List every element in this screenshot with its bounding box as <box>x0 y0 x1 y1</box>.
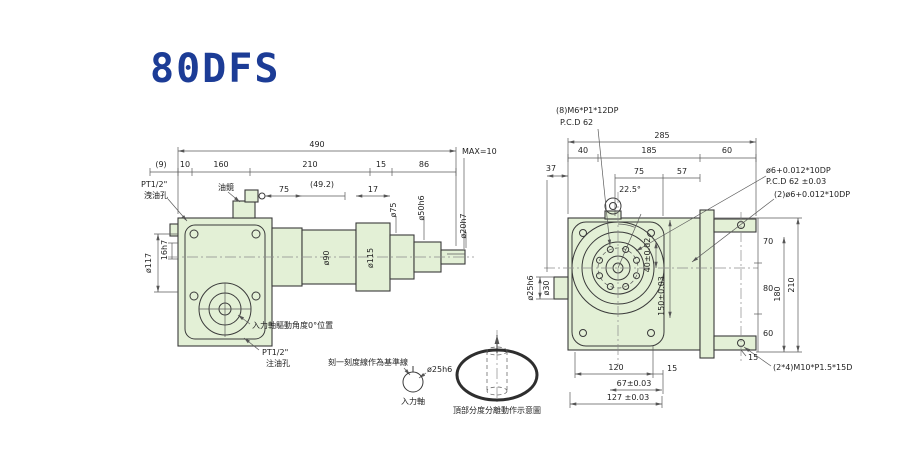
dim-57: 57 <box>677 167 687 176</box>
dim-dia20h7: ø20h7 <box>459 213 468 238</box>
m6-tap-hole <box>596 256 603 264</box>
dim-150tol: 150±0.03 <box>657 276 666 316</box>
left-view: 490 MAX=10 (9) 10 160 210 15 86 75 (49.2… <box>141 140 497 406</box>
dim-120: 120 <box>608 363 623 372</box>
diagram-caption: 頂部分度分離動作示意圖 <box>453 405 541 415</box>
dim-60: 60 <box>722 146 732 155</box>
dim-overall-490: 490 <box>309 140 324 149</box>
cylinder-bottom <box>486 386 508 396</box>
label-dowel-1-pcd: P.C.D 62 ±0.03 <box>766 177 826 186</box>
label-pt-drain: PT1/2" <box>141 180 167 189</box>
angle-arc <box>617 223 635 228</box>
label-m10-taps: (2*4)M10*P1.5*15D <box>773 363 852 372</box>
dim-15-lug: 15 <box>748 353 758 362</box>
m6-tap-hole <box>596 272 603 280</box>
m6-tap-hole <box>606 246 614 253</box>
dim-86: 86 <box>419 160 429 169</box>
m6-tap-hole <box>633 272 640 280</box>
corner-bolt <box>579 229 587 237</box>
dim-dia117: ø117 <box>144 253 153 273</box>
dim-127tol: 127 ±0.03 <box>607 393 649 402</box>
dim-180: 180 <box>773 286 782 301</box>
dim-max10: MAX=10 <box>462 147 497 156</box>
cover-bolt <box>189 229 199 239</box>
eyebolt-ring <box>604 197 622 215</box>
eyebolt-base <box>604 210 622 220</box>
cover-bolt <box>251 291 261 301</box>
dim-60r: 60 <box>763 329 773 338</box>
dim-angle-22-5: 22.5° <box>619 185 641 194</box>
dial-plate-ellipse <box>455 348 539 402</box>
corner-bolt <box>647 329 655 337</box>
cylinder-top <box>486 346 508 356</box>
left-view-dimensions <box>149 147 467 379</box>
dim-10: 10 <box>180 160 190 169</box>
label-input-shaft: 入力軸 <box>401 396 425 406</box>
lift-action-diagram: 頂部分度分離動作示意圖 <box>453 330 541 415</box>
m6-tap-hole <box>622 246 630 253</box>
dim-9: (9) <box>155 160 166 169</box>
dim-75r: 75 <box>634 167 644 176</box>
dim-67tol: 67±0.03 <box>617 379 652 388</box>
label-drain-hole: 洩油孔 <box>144 190 168 200</box>
side-flange <box>699 209 715 359</box>
front-body <box>567 217 701 351</box>
dim-210r: 210 <box>787 277 796 292</box>
dim-dia30: ø30 <box>542 280 551 295</box>
eyebolt-hole <box>609 202 617 210</box>
oil-elbow <box>244 189 259 203</box>
dim-dia25h6: ø25h6 <box>427 365 452 374</box>
dim-dia75: ø75 <box>389 202 398 217</box>
dim-40: 40 <box>578 146 588 155</box>
dim-15: 15 <box>376 160 386 169</box>
label-pcd62: P.C.D 62 <box>560 118 593 127</box>
m6-tap-hole <box>633 256 640 264</box>
m6-tap-hole <box>606 283 614 290</box>
label-pt-fill: PT1/2" <box>262 348 288 357</box>
mount-lug-top <box>713 218 757 233</box>
label-dowel-2: (2)ø6+0.012*10DP <box>774 190 850 199</box>
angle-ray <box>617 213 642 269</box>
cover-bolt <box>251 229 261 239</box>
dim-40tol: 40±0.02 <box>643 238 652 273</box>
oil-gauge-fitting <box>232 200 256 219</box>
dim-dia90: ø90 <box>322 250 331 265</box>
dim-37: 37 <box>546 164 556 173</box>
label-oil-gauge: 油鏡 <box>218 182 234 192</box>
dim-80: 80 <box>763 284 773 293</box>
dim-dia25h6-r: ø25h6 <box>526 275 535 300</box>
dim-dia50h6: ø50h6 <box>417 195 426 220</box>
dim-overall-285: 285 <box>654 131 669 140</box>
dim-16h7: 16h7 <box>160 240 169 260</box>
dim-160: 160 <box>213 160 228 169</box>
input-shaft-stub <box>553 276 569 300</box>
dim-75: 75 <box>279 185 289 194</box>
label-fill-hole: 注油孔 <box>266 358 290 368</box>
dim-15-bottom: 15 <box>667 364 677 373</box>
label-drive-angle: 入力軸驅動角度0°位置 <box>252 320 333 330</box>
label-dowel-1: ø6+0.012*10DP <box>766 166 831 175</box>
dim-210: 210 <box>302 160 317 169</box>
dim-dia115: ø115 <box>366 248 375 268</box>
corner-bolt <box>579 329 587 337</box>
cover-bolt <box>189 291 199 301</box>
label-m6-taps: (8)M6*P1*12DP <box>556 106 619 115</box>
right-view: (8)M6*P1*12DP P.C.D 62 285 40 185 60 37 … <box>526 106 852 408</box>
right-view-dimensions <box>536 128 802 408</box>
oil-elbow-cap <box>258 192 266 200</box>
mount-lug-bottom <box>713 335 757 351</box>
dim-185: 185 <box>641 146 656 155</box>
corner-bolt <box>647 229 655 237</box>
dim-49-2: (49.2) <box>310 180 334 189</box>
page-title: 80DFS <box>150 46 280 92</box>
label-scribe-line: 刻一刻度線作為基準線 <box>328 357 408 367</box>
input-shaft-end-view <box>402 371 424 393</box>
dim-17: 17 <box>368 185 378 194</box>
dim-70: 70 <box>763 237 773 246</box>
housing-cover-plate <box>184 224 266 340</box>
m6-tap-hole <box>622 283 630 290</box>
